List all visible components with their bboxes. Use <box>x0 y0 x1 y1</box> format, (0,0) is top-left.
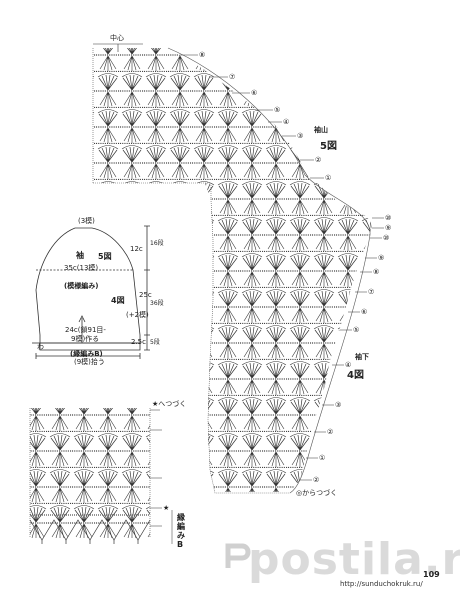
marker-21: ② <box>313 476 320 484</box>
marker-17: ④ <box>345 361 352 369</box>
fig4-label: 4図 <box>347 370 364 381</box>
marker-14: ⑦ <box>368 288 375 296</box>
schematic-start-note-1: 24c(鎖91目- <box>65 326 106 334</box>
marker-16: ⑤ <box>353 326 360 334</box>
schematic-pickup-label: (9模)拾う <box>74 358 105 366</box>
edging-b-char-2: 編 <box>177 522 185 531</box>
edging-b-char-1: 縁 <box>177 513 185 522</box>
watermark: postila.ru <box>248 534 460 585</box>
schematic-increase-note: (+2模) <box>126 311 149 319</box>
center-label: 中心 <box>110 34 124 42</box>
marker-13: ⑧ <box>373 268 380 276</box>
schematic-side-rows: 36段 <box>150 300 164 307</box>
schematic-width-label: 35c(13模) <box>64 264 99 272</box>
underarm-label: 袖下 <box>355 353 369 361</box>
schematic-edge-height: 2.5c <box>131 338 146 346</box>
source-url[interactable]: http://sunduchokruk.ru/ <box>340 580 423 588</box>
schematic-edge-rows: 5段 <box>150 339 160 346</box>
page-number: 109 <box>423 570 440 579</box>
marker-7: ② <box>315 156 322 164</box>
schematic-start-note-2: 9模)作る <box>71 335 100 343</box>
marker-9: ⑩ <box>385 214 392 222</box>
marker-15: ⑥ <box>361 308 368 316</box>
postila-logo-icon <box>225 543 251 568</box>
fig5-label: 5図 <box>320 141 337 152</box>
marker-1: ⑧ <box>199 51 206 59</box>
schematic-cap-height: 12c <box>130 245 143 253</box>
bottom-continue-label: ★へつづく <box>152 400 187 408</box>
star-marker: ★ <box>163 504 170 512</box>
marker-6: ③ <box>297 132 304 140</box>
schematic-side-height: 25c <box>139 291 152 299</box>
schematic-wa-label: わ <box>37 343 44 351</box>
marker-4: ⑤ <box>274 106 281 114</box>
schematic-piece-name: 袖 <box>76 251 84 260</box>
edging-b-char-3: み <box>177 531 185 540</box>
schematic-top-stitches: (3模) <box>78 217 95 225</box>
marker-19: ② <box>327 428 334 436</box>
marker-8: ① <box>325 174 332 182</box>
marker-10: ⑨ <box>385 224 392 232</box>
schematic-fig5-ref: 5図 <box>98 252 112 261</box>
schematic-cap-rows: 16段 <box>150 240 164 247</box>
sleeve-cap-label: 袖山 <box>314 126 328 134</box>
sleeve-schematic <box>32 225 150 359</box>
schematic-fig4-ref: 4図 <box>111 296 125 305</box>
marker-11: ⑩ <box>383 234 390 242</box>
marker-20: ① <box>319 454 326 462</box>
edging-b-char-4: B <box>177 540 184 549</box>
marker-2: ⑦ <box>229 73 236 81</box>
marker-3: ⑥ <box>251 89 258 97</box>
marker-18: ③ <box>335 401 342 409</box>
schematic-edging-label: (縁編みB) <box>70 350 103 358</box>
marker-5: ④ <box>283 118 290 126</box>
marker-12: ⑨ <box>378 254 385 262</box>
schematic-pattern-label: (模様編み) <box>64 282 99 290</box>
continue-from-label: ◎からつづく <box>296 489 338 497</box>
